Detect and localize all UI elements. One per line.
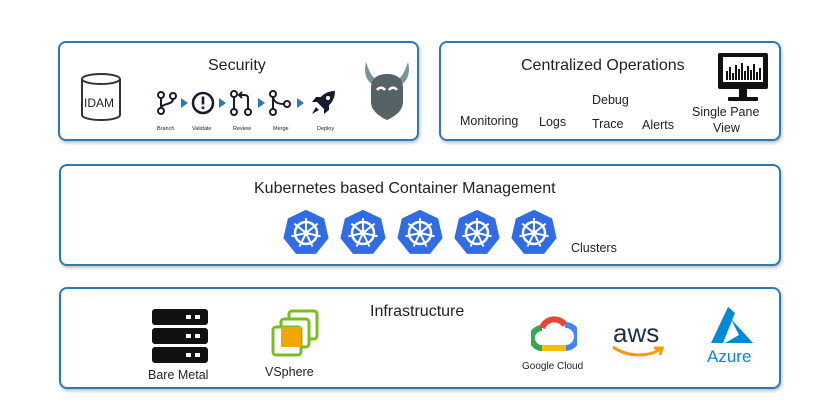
kubernetes-title: Kubernetes based Container Management (254, 180, 556, 197)
idam-label: IDAM (84, 96, 114, 110)
vsphere-label: VSphere (265, 365, 314, 379)
review-label: Review (233, 126, 252, 132)
idam-database-icon (79, 72, 123, 122)
google-cloud-logo-icon (531, 316, 577, 352)
alerts-label: Alerts (642, 118, 674, 132)
bare-metal-label: Bare Metal (148, 368, 209, 382)
azure-label: Azure (707, 347, 752, 366)
kubernetes-panel: Kubernetes based Container Management Cl… (59, 164, 781, 266)
trace-label: Trace (592, 117, 624, 131)
clusters-label: Clusters (571, 241, 617, 255)
kubernetes-clusters-icons (279, 206, 559, 260)
arrow-right-icon (258, 98, 265, 108)
dashboard-monitor-icon (716, 51, 770, 105)
aws-logo-text: aws (613, 318, 660, 348)
arrow-right-icon (181, 98, 188, 108)
infrastructure-panel: Infrastructure Bare Metal VSphere (59, 287, 781, 389)
kubernetes-cluster-icon (281, 208, 331, 256)
review-pull-request-icon (230, 90, 252, 116)
logs-label: Logs (539, 115, 567, 129)
infrastructure-title: Infrastructure (370, 303, 465, 320)
branch-label: Branch (157, 126, 175, 132)
deploy-label: Deploy (317, 126, 335, 132)
debug-label: Debug (592, 93, 629, 107)
monitoring-label: Monitoring (460, 114, 519, 128)
branch-icon (157, 91, 177, 115)
security-panel: Security IDAM Branch Validate (58, 41, 419, 141)
google-cloud-label: Google Cloud (522, 361, 584, 372)
bare-metal-server-icon (151, 307, 209, 365)
arrow-right-icon (297, 98, 304, 108)
security-title: Security (208, 57, 266, 74)
merge-icon (269, 90, 291, 116)
azure-logo-icon (707, 305, 757, 347)
deploy-rocket-icon (309, 89, 337, 117)
open-policy-agent-logo-icon (361, 60, 413, 122)
kubernetes-cluster-icon (452, 208, 502, 256)
vsphere-logo-icon (270, 309, 320, 359)
view-label: View (713, 121, 740, 135)
validate-label: Validate (192, 126, 212, 132)
operations-panel: Centralized Operations Monitoring Logs D… (439, 41, 781, 141)
aws-smile-icon (611, 345, 665, 359)
arrow-right-icon (219, 98, 226, 108)
kubernetes-cluster-icon (338, 208, 388, 256)
operations-title: Centralized Operations (521, 57, 685, 74)
kubernetes-cluster-icon (509, 208, 559, 256)
kubernetes-cluster-icon (395, 208, 445, 256)
merge-label: Merge (273, 126, 289, 132)
single-pane-label: Single Pane (692, 105, 760, 119)
validate-icon (191, 91, 215, 115)
